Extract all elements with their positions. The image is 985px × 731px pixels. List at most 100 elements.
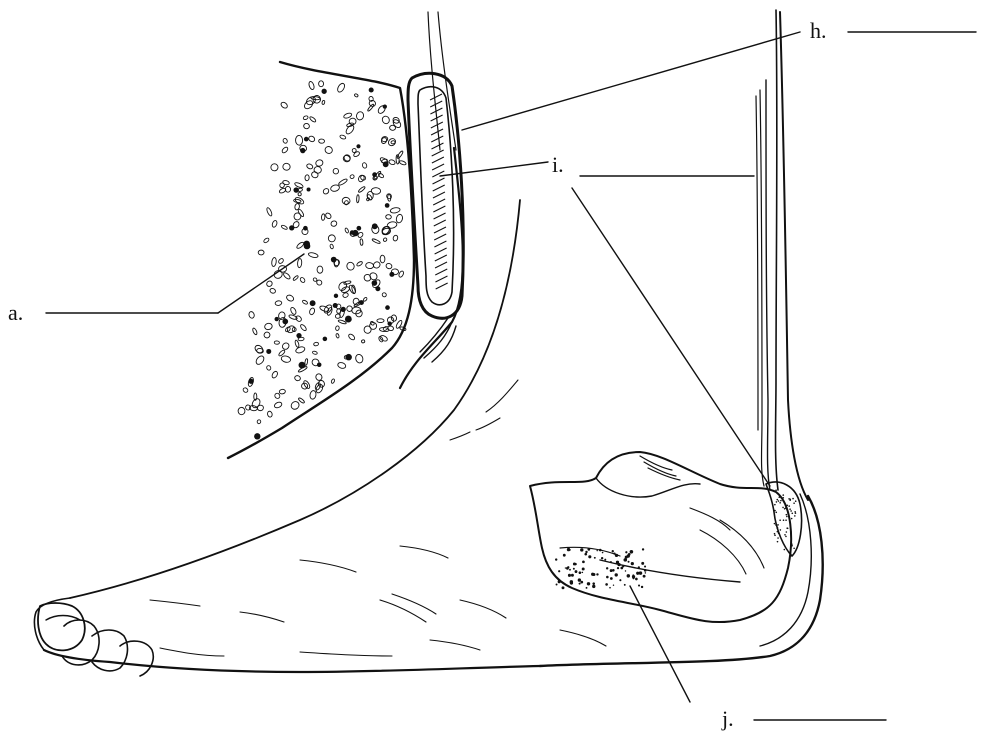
- bone-pore: [293, 187, 298, 192]
- calcaneus-pore: [641, 586, 643, 588]
- label-h-leader: [462, 32, 800, 130]
- bone-pore: [266, 280, 274, 288]
- bone-pore: [330, 220, 337, 227]
- bone-pore: [318, 380, 325, 388]
- bone-pore: [255, 354, 266, 365]
- bone-pore: [388, 321, 392, 325]
- bone-pore: [275, 300, 282, 305]
- bone-pore: [322, 187, 330, 195]
- bone-pore: [286, 294, 295, 302]
- calcaneus-pore: [575, 570, 578, 573]
- stipple-dot: [793, 547, 795, 549]
- calcaneus-pore: [632, 577, 634, 579]
- bone-pore: [385, 263, 392, 270]
- bone-pore: [337, 281, 348, 292]
- hatch-line: [433, 199, 445, 205]
- bone-pore: [295, 315, 303, 323]
- bone-pore: [381, 292, 387, 298]
- bone-pore: [383, 326, 389, 332]
- hatch-line: [433, 206, 445, 212]
- stipple-dot: [786, 531, 788, 533]
- bone-pore: [299, 362, 306, 369]
- label-a-leader: [218, 254, 304, 313]
- calcaneus-pore: [582, 560, 585, 563]
- calcaneus-pore: [596, 550, 597, 551]
- bone-pore: [390, 207, 401, 214]
- bone-pore: [267, 411, 273, 418]
- bone-pore: [293, 199, 301, 203]
- calcaneus-pore: [582, 567, 585, 570]
- bone-pore: [363, 325, 371, 333]
- calcaneus-pore: [625, 570, 626, 571]
- bone-pore: [369, 87, 374, 92]
- hatch-line: [431, 143, 443, 149]
- bone-pore: [349, 118, 357, 126]
- calcaneus-pore: [573, 568, 575, 570]
- calcaneus-pore: [586, 587, 588, 589]
- stipple-dot: [782, 494, 784, 496]
- bone-pore: [335, 326, 339, 331]
- stipple-dot: [786, 514, 788, 516]
- bone-pore: [386, 214, 392, 219]
- hatch-line: [435, 248, 447, 254]
- bone-pore: [399, 160, 407, 166]
- bone-pore: [354, 93, 359, 97]
- foot-outline: [34, 546, 606, 676]
- bone-pore: [360, 239, 363, 246]
- bone-pore: [303, 380, 311, 390]
- calcaneus-pore: [613, 553, 615, 555]
- stipple-dot: [794, 511, 796, 513]
- bone-pore: [356, 144, 360, 148]
- bone-pore: [385, 305, 390, 310]
- bone-pore: [294, 340, 299, 348]
- bone-pore: [271, 164, 279, 171]
- hatch-line: [435, 269, 447, 275]
- calcaneus-pore: [628, 553, 631, 556]
- bone-pore: [303, 123, 310, 130]
- bone-pore: [356, 111, 365, 121]
- bone-pore: [296, 241, 305, 249]
- bone-pore: [286, 325, 296, 335]
- bone-pore: [305, 175, 310, 181]
- bone-pore: [317, 266, 323, 273]
- calcaneus-pore: [588, 555, 591, 558]
- stipple-dot: [783, 549, 785, 551]
- bone-section: [228, 62, 414, 458]
- calcaneus-pore: [612, 550, 614, 552]
- hatch-line: [436, 283, 448, 289]
- hatch-line: [434, 241, 446, 247]
- calcaneus-pore: [642, 548, 644, 550]
- bone-pore: [357, 226, 362, 231]
- stipple-dot: [786, 527, 788, 529]
- calcaneus-pore: [602, 552, 604, 554]
- hatch-line: [434, 213, 446, 219]
- bone-pore: [307, 187, 311, 191]
- bone-pore: [330, 184, 340, 192]
- stipple-dot: [794, 515, 796, 517]
- bone-pore: [380, 255, 385, 263]
- stipple-dot: [777, 531, 779, 533]
- calcaneus-pore: [635, 578, 638, 581]
- bone-pore: [308, 135, 316, 143]
- bone-pore: [363, 273, 372, 282]
- stipple-dot: [791, 512, 793, 514]
- bone-pore: [304, 137, 309, 142]
- stipple-dot: [780, 529, 782, 531]
- bone-pore: [282, 272, 291, 280]
- bone-pore: [297, 258, 302, 267]
- calcaneus-pore: [601, 557, 603, 559]
- bone-pore: [271, 220, 277, 228]
- bone-pore: [323, 337, 328, 342]
- bone-pore: [368, 96, 373, 102]
- bone-pore: [393, 235, 399, 242]
- bone-pore: [387, 221, 398, 229]
- bone-pore: [358, 186, 366, 193]
- bone-pore: [266, 365, 272, 371]
- stipple-dot: [777, 541, 779, 543]
- bone-pore: [355, 353, 364, 363]
- bone-pore: [363, 297, 368, 302]
- calcaneus-pore: [616, 561, 619, 564]
- calcaneus-pore: [610, 561, 612, 563]
- stipple-dot: [788, 498, 790, 500]
- calcaneus-pore: [558, 570, 560, 572]
